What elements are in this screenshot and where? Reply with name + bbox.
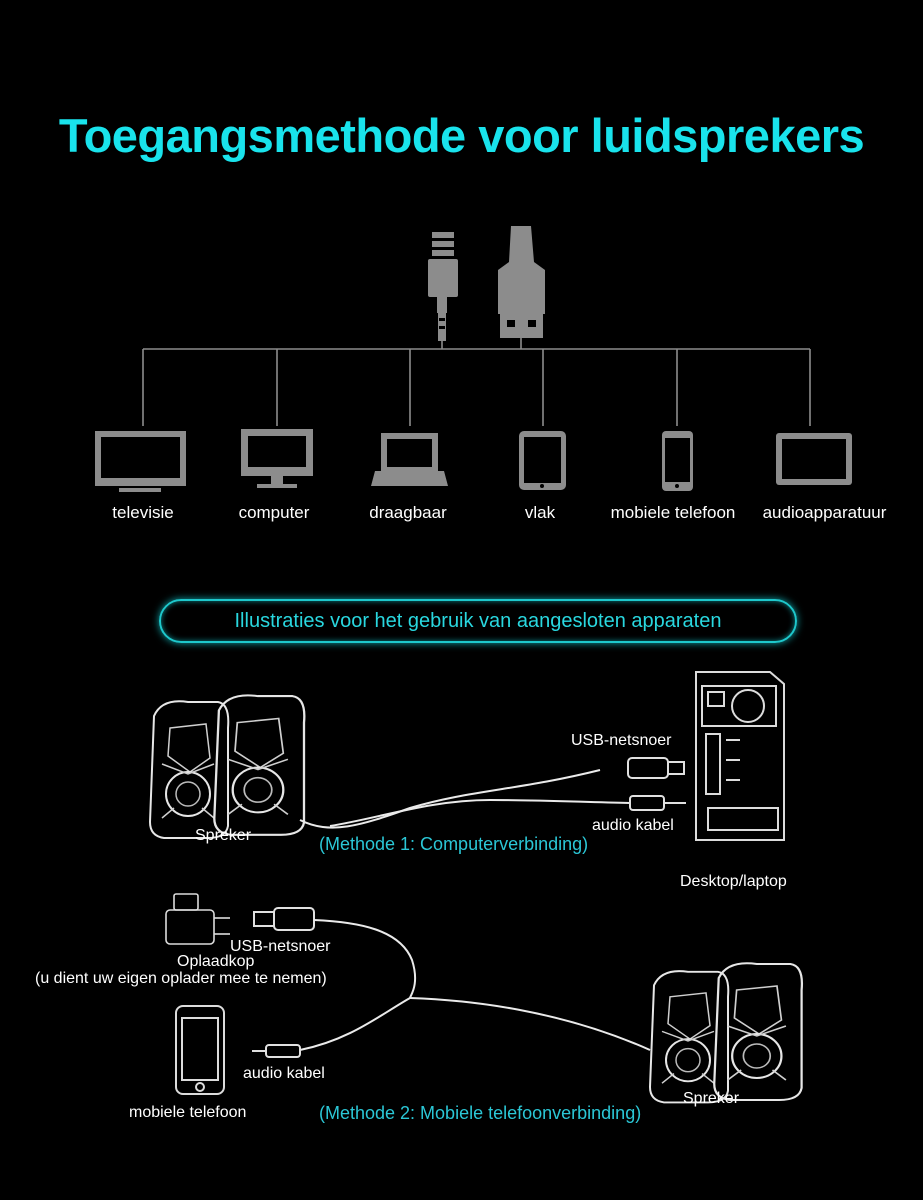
- device-tree-lines: [142, 338, 811, 426]
- audio-jack-icon: [629, 795, 686, 811]
- usb-plug-icon: [498, 226, 545, 338]
- desktop-tower-icon: [695, 671, 785, 841]
- speaker-label: Spreker: [683, 1090, 740, 1107]
- tv-icon: [95, 431, 186, 492]
- audio-jack-icon: [252, 1044, 301, 1058]
- tablet-icon: [519, 431, 566, 490]
- usb-cable-label: USB-netsnoer: [571, 732, 672, 749]
- device-label-tablet: vlak: [524, 503, 556, 522]
- device-label-computer: computer: [238, 503, 310, 522]
- phone-icon: [175, 1005, 225, 1095]
- speaker-pair-image: [649, 962, 804, 1104]
- usb-plug-icon: [253, 907, 315, 931]
- method1-cables: [299, 769, 631, 829]
- usb-plug-icon: [627, 757, 685, 779]
- method2-caption: (Methode 2: Mobiele telefoonverbinding): [319, 1103, 642, 1123]
- device-label-phone: mobiele telefoon: [610, 503, 736, 522]
- charger-icon: [165, 893, 230, 945]
- speaker-pair-image: [149, 694, 306, 839]
- phone-label: mobiele telefoon: [129, 1104, 247, 1121]
- method1-caption: (Methode 1: Computerverbinding): [319, 834, 589, 854]
- charger-note: (u dient uw eigen oplader mee te nemen): [35, 970, 327, 987]
- device-label-tv: televisie: [112, 503, 174, 522]
- page-title: Toegangsmethode voor luidsprekers: [58, 109, 865, 162]
- audio-jack-icon: [428, 232, 458, 341]
- audio-device-icon: [776, 433, 852, 485]
- speaker-label: Spreker: [195, 827, 252, 844]
- method2-cables: [299, 919, 651, 1051]
- charger-label: Oplaadkop: [177, 953, 255, 970]
- audio-cable-label: audio kabel: [592, 817, 674, 834]
- desktop-label: Desktop/laptop: [680, 873, 787, 890]
- illustrations-banner: Illustraties voor het gebruik van aanges…: [159, 599, 797, 643]
- usb-cable-label: USB-netsnoer: [230, 938, 331, 955]
- laptop-icon: [371, 433, 448, 486]
- monitor-icon: [241, 429, 313, 488]
- audio-cable-label: audio kabel: [243, 1065, 325, 1082]
- device-label-audio: audioapparatuur: [762, 503, 887, 522]
- phone-icon: [662, 431, 693, 491]
- device-label-laptop: draagbaar: [369, 503, 447, 522]
